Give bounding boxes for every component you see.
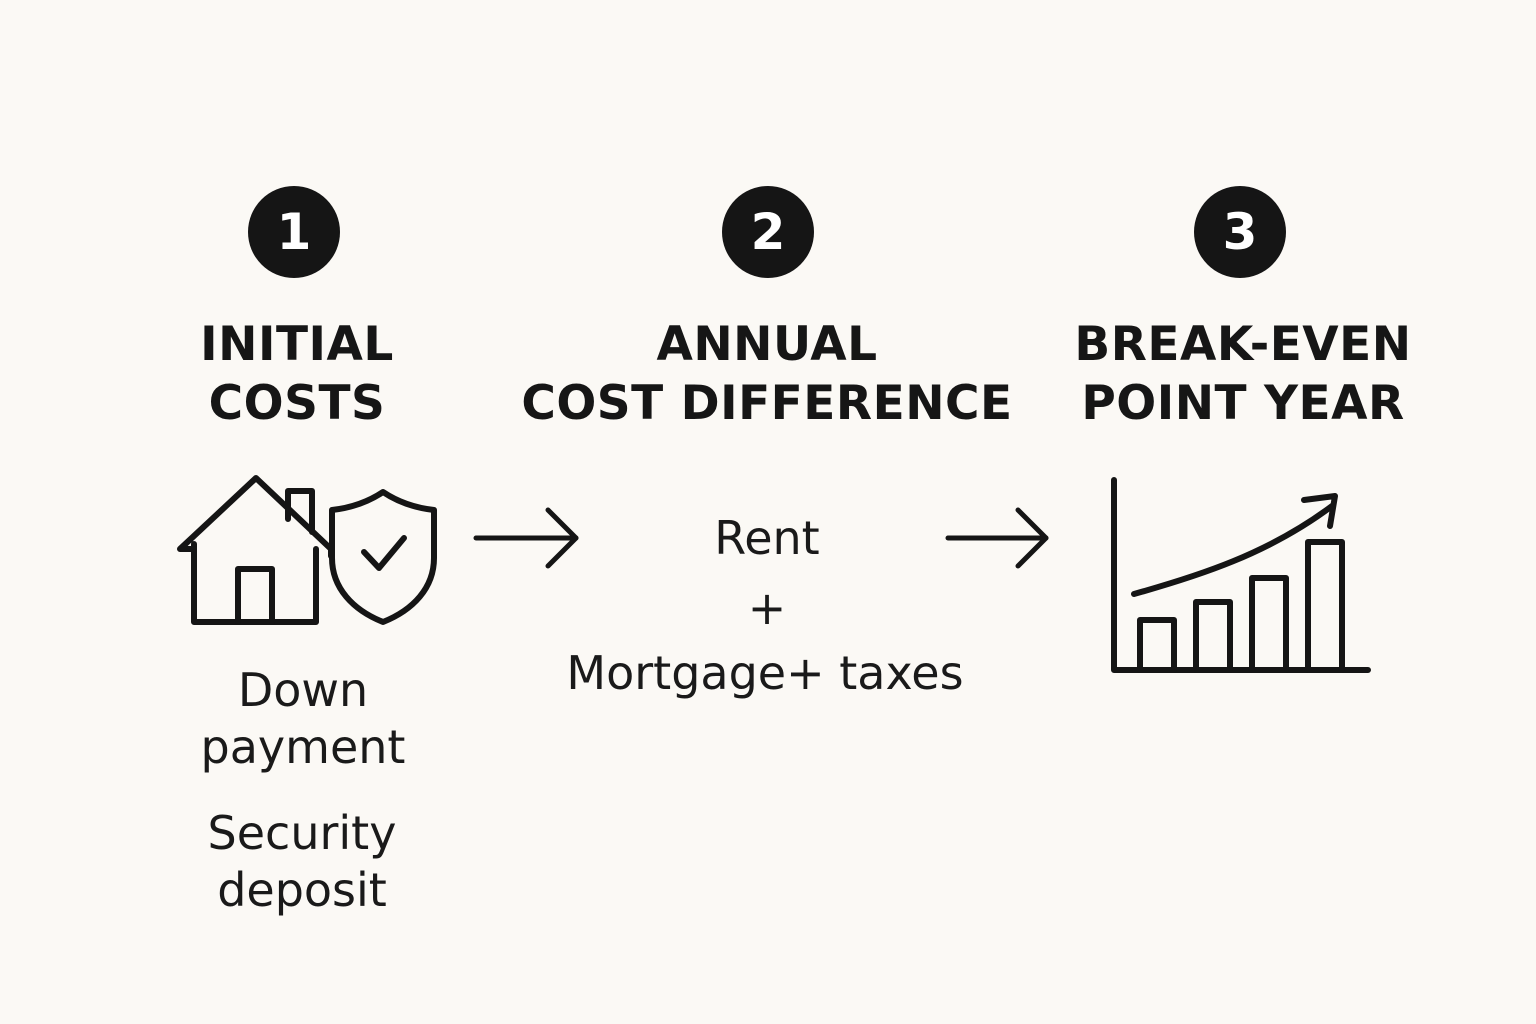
step-2-item-mortgage-taxes: Mortgage+ taxes <box>566 646 964 700</box>
arrow-right-icon <box>945 507 1049 569</box>
step-1-badge: 1 <box>248 186 340 278</box>
step-2-plus-operator: + <box>747 581 787 635</box>
step-2-heading-line-2: COST DIFFERENCE <box>521 376 1013 431</box>
step-3-heading: BREAK-EVEN POINT YEAR <box>1074 315 1411 433</box>
step-2-heading: ANNUAL COST DIFFERENCE <box>521 315 1012 433</box>
step-3-heading-line-1: BREAK-EVEN <box>1074 317 1412 372</box>
security-deposit-line-1: Security <box>207 806 397 860</box>
step-1-heading-line-2: COSTS <box>208 376 386 431</box>
step-1-heading: INITIAL COSTS <box>200 315 394 433</box>
down-payment-line-1: Down <box>237 663 369 717</box>
step-2-item-rent: Rent <box>714 511 820 565</box>
security-deposit-line-2: deposit <box>217 863 387 917</box>
step-1-heading-line-1: INITIAL <box>200 317 394 372</box>
step-2-badge: 2 <box>722 186 814 278</box>
house-icon <box>177 475 334 625</box>
step-3-badge: 3 <box>1194 186 1286 278</box>
step-3-heading-line-2: POINT YEAR <box>1081 376 1405 431</box>
arrow-right-icon <box>473 507 579 569</box>
step-1-item-security-deposit: Security deposit <box>208 805 397 919</box>
down-payment-line-2: payment <box>200 720 406 774</box>
step-1-item-down-payment: Down payment <box>201 662 406 776</box>
step-2-heading-line-1: ANNUAL <box>656 317 878 372</box>
shield-check-icon <box>329 489 437 625</box>
growth-chart-icon <box>1111 477 1371 673</box>
